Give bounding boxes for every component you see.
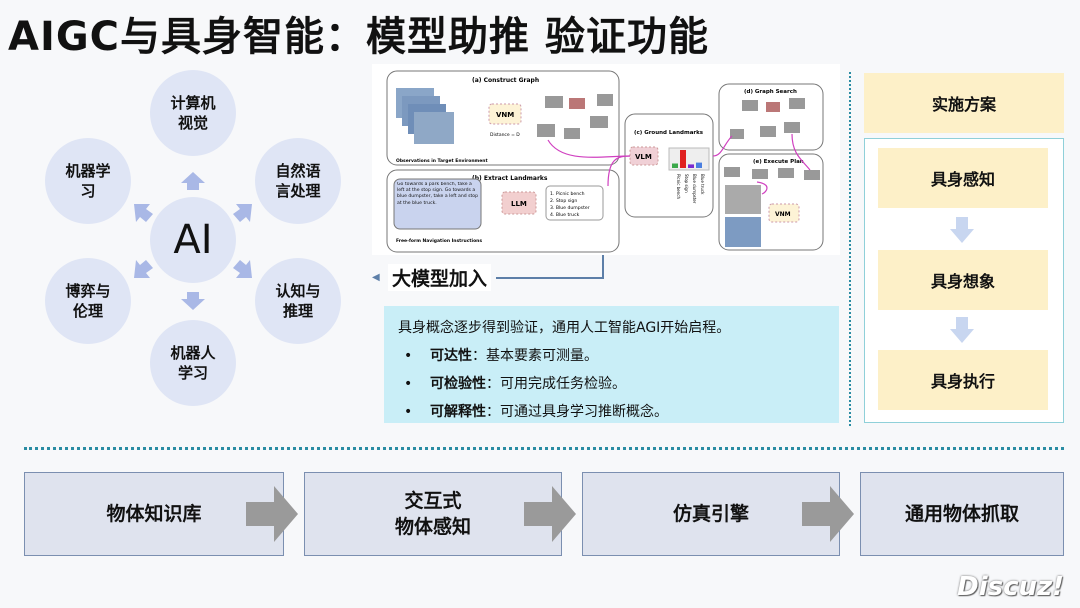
arrow-left-icon: ◀: [372, 272, 380, 283]
svg-text:Picnic bench: Picnic bench: [676, 174, 681, 199]
plan-step-perception: 具身感知: [878, 148, 1048, 208]
svg-text:VNM: VNM: [775, 211, 791, 218]
navigation-pipeline-figure: (a) Construct Graph Observations in Targ…: [372, 64, 840, 255]
pipeline-simulation-engine: 仿真引擎: [582, 472, 840, 556]
node-robot-learning: 机器人学习: [150, 320, 236, 406]
llm-join-label: 大模型加入: [388, 264, 492, 291]
info-intro: 具身概念逐步得到验证，通用人工智能AGI开始启程。: [398, 320, 731, 336]
arrow-down-icon: [181, 292, 205, 310]
landmark-bar: [680, 150, 686, 168]
ai-center-node: AI: [150, 197, 236, 283]
arrow-upright-icon: [233, 204, 252, 222]
svg-text:Observations in Target Environ: Observations in Target Environment: [396, 158, 488, 164]
connector-line: [602, 255, 604, 278]
svg-text:VNM: VNM: [496, 111, 514, 119]
svg-text:(b) Extract Landmarks: (b) Extract Landmarks: [472, 175, 548, 182]
plan-header: 实施方案: [864, 73, 1064, 133]
landmark-bar: [672, 163, 678, 168]
svg-text:(c) Ground Landmarks: (c) Ground Landmarks: [634, 130, 704, 136]
svg-text:(d) Graph Search: (d) Graph Search: [744, 89, 797, 95]
info-bullet: •可检验性：可用完成任务检验。: [404, 376, 626, 392]
info-bullet: •可达性：基本要素可测量。: [404, 348, 598, 364]
ai-arrows: [134, 172, 252, 310]
node-nlp: 自然语言处理: [255, 138, 341, 224]
arrow-up-icon: [181, 172, 205, 190]
arrow-right-icon: [524, 486, 576, 542]
landmark-bars: [672, 150, 702, 168]
landmark-bar: [688, 164, 694, 168]
arrow-downleft-icon: [134, 260, 153, 278]
node-game-ethics: 博弈与伦理: [45, 258, 131, 344]
divider-vertical: [849, 72, 851, 426]
landmark-bar: [696, 162, 702, 168]
svg-text:Stop sign: Stop sign: [684, 174, 689, 193]
info-box: 具身概念逐步得到验证，通用人工智能AGI开始启程。 •可达性：基本要素可测量。 …: [384, 306, 839, 423]
panel-a-title: (a) Construct Graph: [472, 77, 539, 84]
svg-text:3. Blue dumpster: 3. Blue dumpster: [550, 205, 590, 211]
svg-text:(e) Execute Plan: (e) Execute Plan: [753, 159, 804, 165]
svg-text:2. Stop sign: 2. Stop sign: [550, 198, 577, 204]
node-machine-learning: 机器学习: [45, 138, 131, 224]
arrow-upleft-icon: [134, 204, 153, 222]
arrow-right-icon: [246, 486, 298, 542]
arrow-down-icon: [950, 317, 974, 343]
node-cognition-reasoning: 认知与推理: [255, 258, 341, 344]
info-bullet: •可解释性：可通过具身学习推断概念。: [404, 404, 668, 420]
arrow-right-icon: [802, 486, 854, 542]
svg-text:Blue truck: Blue truck: [700, 174, 705, 195]
slide-title: AIGC与具身智能：模型助推 验证功能: [8, 14, 709, 60]
svg-text:1. Picnic bench: 1. Picnic bench: [550, 191, 585, 197]
svg-text:Free-form Navigation Instructi: Free-form Navigation Instructions: [396, 238, 482, 244]
plan-step-execution: 具身执行: [878, 350, 1048, 410]
svg-text:Blue dumpster: Blue dumpster: [692, 174, 697, 204]
divider-horizontal: [24, 447, 1064, 450]
svg-text:VLM: VLM: [635, 153, 652, 161]
node-computer-vision: 计算机视觉: [150, 70, 236, 156]
watermark: Discuz!: [957, 572, 1064, 602]
pipeline-object-knowledge-base: 物体知识库: [24, 472, 284, 556]
pipeline-general-grasping: 通用物体抓取: [860, 472, 1064, 556]
pipeline-interactive-perception: 交互式物体感知: [304, 472, 562, 556]
arrow-down-icon: [950, 217, 974, 243]
svg-text:LLM: LLM: [511, 200, 527, 208]
arrow-downright-icon: [233, 260, 252, 278]
svg-text:Distance = D: Distance = D: [490, 132, 520, 138]
connector-line: [496, 277, 604, 279]
plan-step-imagination: 具身想象: [878, 250, 1048, 310]
svg-text:4. Blue truck: 4. Blue truck: [550, 212, 580, 218]
